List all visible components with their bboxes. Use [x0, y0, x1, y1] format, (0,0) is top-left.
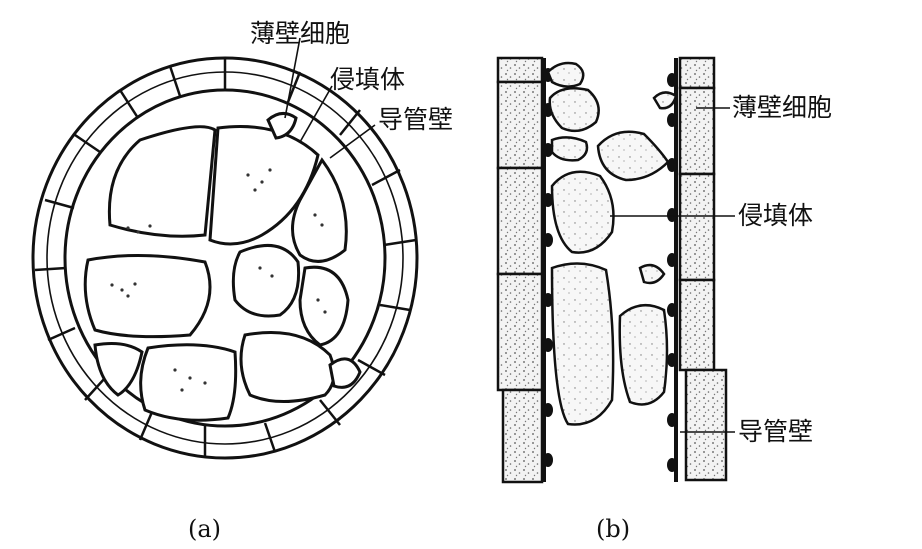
panel-a-caption: (a) [188, 515, 221, 543]
parenchyma-cell-right-3 [678, 172, 716, 282]
parenchyma-cell-left-5 [501, 388, 544, 484]
left-parenchyma-column [496, 56, 544, 484]
panel-b-leaders [610, 107, 735, 433]
parenchyma-cell-left-2 [496, 80, 544, 170]
parenchyma-cell-right-4 [678, 278, 716, 372]
parenchyma-cell-left-1 [496, 56, 544, 84]
panel-a-label-tylosis: 侵填体 [330, 65, 405, 94]
panel-b-caption: (b) [596, 515, 630, 543]
tylosis-entry [266, 112, 298, 140]
panel-a: 薄壁细胞 侵填体 导管壁 (a) [31, 19, 453, 543]
tylosis-cell-4 [83, 253, 212, 339]
parenchyma-cell-right-1 [678, 56, 716, 90]
tylosis-balloon-3 [550, 136, 589, 162]
parenchyma-cell-left-4 [496, 272, 544, 392]
panel-b: 薄壁细胞 侵填体 导管壁 (b) [496, 56, 832, 543]
tylosis-cell-9 [93, 342, 144, 397]
tylosis-cell-1 [107, 125, 217, 238]
parenchyma-cell-right-2 [678, 86, 716, 176]
parenchyma-cell-left-3 [496, 166, 544, 276]
vessel-wall-right [667, 58, 678, 482]
tylosis-cell-3 [291, 157, 348, 263]
tylosis-cell-6 [298, 265, 350, 347]
tylosis-balloon-5 [652, 91, 678, 110]
parenchyma-cell-right-5 [684, 368, 728, 482]
tylosis-entry-lower [328, 357, 362, 389]
tylosis-balloon-4 [596, 130, 670, 182]
panel-b-label-vessel-wall: 导管壁 [738, 417, 813, 446]
panel-a-label-parenchyma: 薄壁细胞 [250, 19, 350, 48]
tylosis-balloon-6 [550, 170, 615, 254]
tylosis-cell-8 [239, 331, 336, 403]
tylosis-balloons [546, 61, 678, 426]
tylosis-balloon-2 [548, 87, 600, 133]
ring-cell-walls [34, 58, 417, 457]
tylosis-balloon-9 [618, 303, 669, 406]
panel-b-label-parenchyma: 薄壁细胞 [732, 93, 832, 122]
panel-a-label-vessel-wall: 导管壁 [378, 105, 453, 134]
tylosis-cells [83, 125, 350, 422]
tylosis-cell-5 [231, 244, 301, 318]
tylosis-cell-7 [139, 343, 238, 422]
tylosis-balloon-1 [546, 61, 585, 88]
panel-b-label-tylosis: 侵填体 [738, 201, 813, 230]
cell-dots [110, 168, 327, 392]
tylosis-balloon-8 [638, 263, 666, 285]
tylosis-balloon-7 [550, 262, 615, 426]
panel-a-leaders [284, 37, 376, 159]
right-parenchyma-column [678, 56, 728, 482]
